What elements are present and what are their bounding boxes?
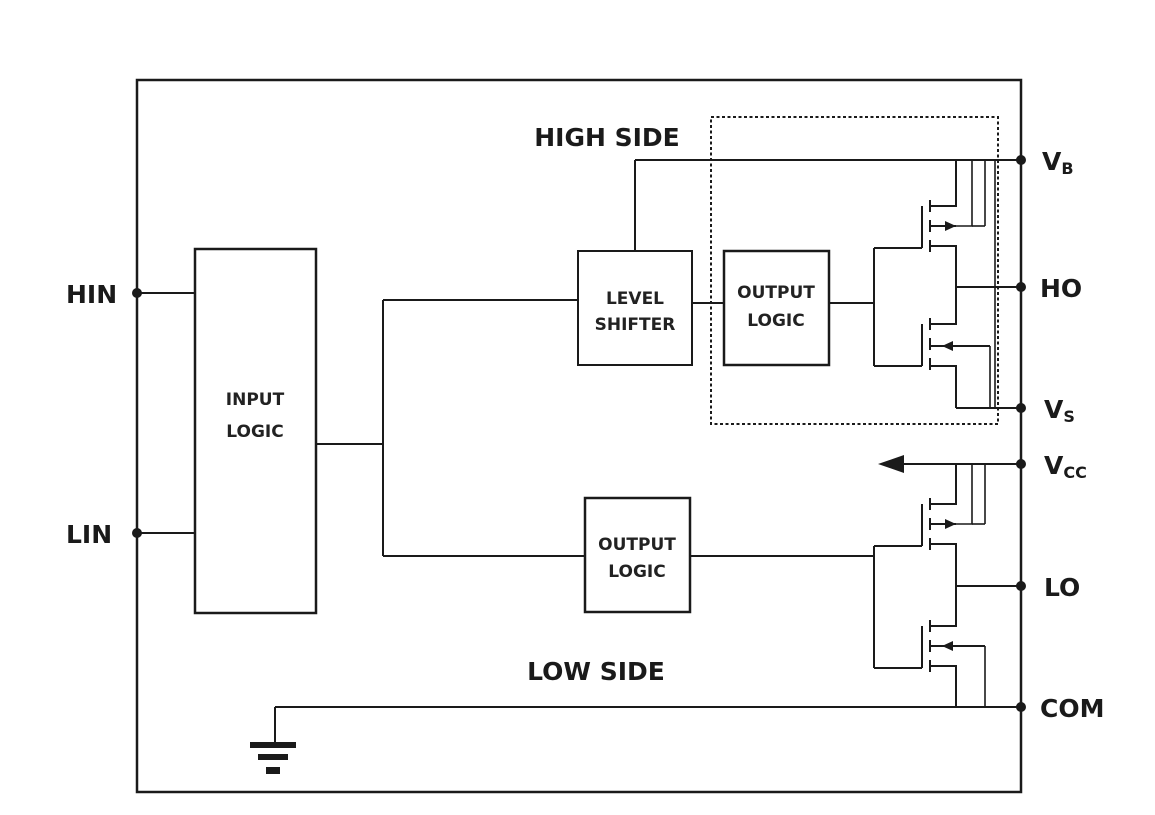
ground-icon [250,742,296,774]
high-side-upper-mosfet-icon [921,160,986,287]
high-output-logic-label-line1: OUTPUT [737,283,815,303]
lo-pin-label: LO [1044,573,1080,602]
chip-outline [135,78,1023,794]
vb-pin-dot [1016,155,1026,165]
level-shifter-block: LEVEL SHIFTER [577,250,693,366]
level-shifter-label-line1: LEVEL [606,289,664,309]
low-output-logic-block: OUTPUT LOGIC [583,496,692,614]
high-side-region [710,116,999,425]
com-pin-label: COM [1040,694,1104,723]
vcc-pin-dot [1016,459,1026,469]
ho-pin-label: HO [1040,274,1082,303]
vcc-pin-label-main: V [1044,451,1064,480]
wires [137,159,1021,742]
vs-pin-label-main: V [1044,395,1064,424]
ho-pin-dot [1016,282,1026,292]
pin-dots [132,155,1026,712]
lo-pin-dot [1016,581,1026,591]
high-side-lower-mosfet-icon [921,160,996,408]
hin-pin-dot [132,288,142,298]
input-logic-label-line1: INPUT [226,390,285,410]
low-side-lower-mosfet-icon [921,586,986,707]
lin-pin-dot [132,528,142,538]
input-logic-block: INPUT LOGIC [193,247,318,615]
vs-pin-dot [1016,403,1026,413]
vcc-pin-label-sub: CC [1063,463,1086,482]
high-output-logic-label-line2: LOGIC [747,311,804,331]
vs-pin-label-sub: S [1063,407,1075,426]
high-side-label: HIGH SIDE [534,123,680,152]
vcc-pin-label: VCC [1044,451,1087,482]
com-pin-dot [1016,702,1026,712]
low-output-logic-label-line2: LOGIC [608,562,665,582]
level-shifter-label-line2: SHIFTER [595,315,676,335]
low-side-label: LOW SIDE [527,657,665,686]
low-output-logic-label-line1: OUTPUT [598,535,676,555]
vb-pin-label: VB [1042,147,1074,178]
vb-pin-label-main: V [1042,147,1062,176]
input-logic-label-line2: LOGIC [226,422,283,442]
vcc-arrow-icon [878,455,904,473]
low-side-upper-mosfet-icon [921,464,986,586]
lin-pin-label: LIN [66,520,112,549]
high-output-logic-block: OUTPUT LOGIC [722,249,831,367]
vs-pin-label: VS [1044,395,1075,426]
vb-pin-label-sub: B [1061,159,1073,178]
hin-pin-label: HIN [66,280,117,309]
